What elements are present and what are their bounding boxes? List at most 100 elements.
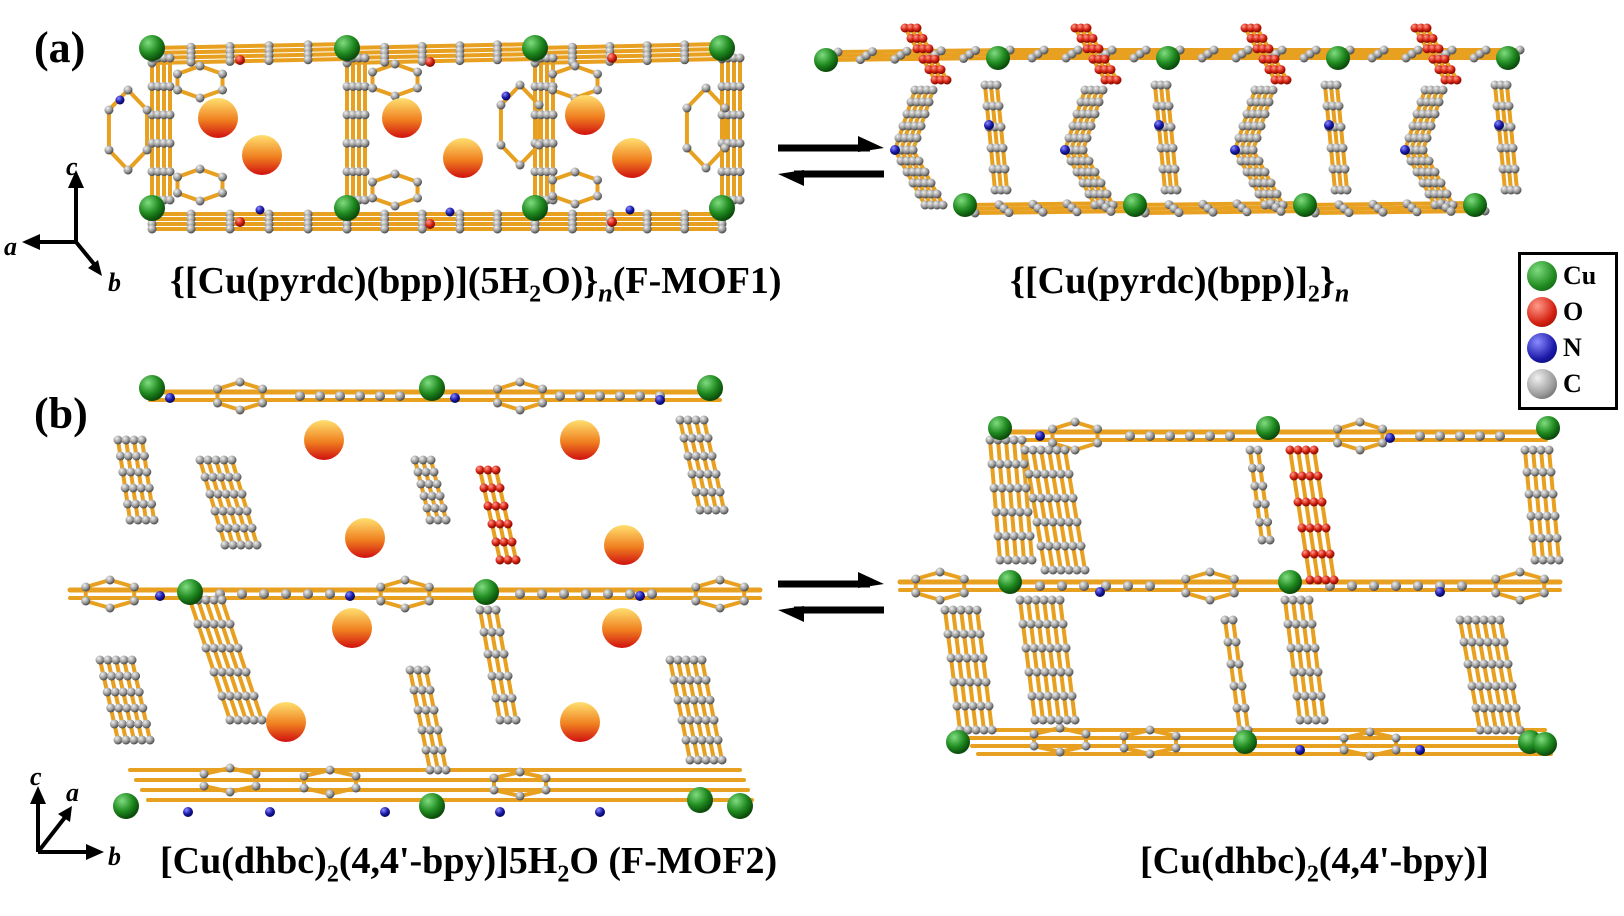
c-atom [1098, 85, 1108, 95]
o-atom [487, 519, 497, 529]
c-atom [1280, 595, 1290, 605]
c-atom [1538, 467, 1548, 477]
c-atom [971, 725, 981, 735]
c-atom [137, 435, 147, 445]
cu-atom [687, 787, 713, 813]
c-atom [1507, 725, 1517, 735]
c-atom [1277, 45, 1287, 55]
c-atom [1283, 619, 1293, 629]
c-atom [715, 487, 725, 497]
n-atom [1060, 145, 1070, 155]
o-atom [491, 501, 501, 511]
bond [498, 143, 522, 167]
c-atom [109, 719, 119, 729]
c-atom [570, 61, 580, 71]
c-atom [81, 596, 91, 606]
c-atom [1145, 581, 1155, 591]
c-atom [149, 515, 159, 525]
c-atom [241, 667, 251, 677]
c-atom [421, 665, 431, 675]
c-atom [426, 455, 436, 465]
c-atom [1229, 588, 1239, 598]
c-atom [1503, 703, 1513, 713]
o-atom [425, 57, 435, 67]
n-atom [635, 591, 645, 601]
c-atom [1040, 667, 1050, 677]
c-atom [235, 377, 245, 387]
o-atom [1112, 75, 1122, 85]
o-atom [1321, 523, 1331, 533]
c-atom [1021, 643, 1031, 653]
o-atom [491, 465, 501, 475]
c-atom [711, 505, 721, 515]
c-atom [999, 507, 1009, 517]
c-atom [418, 455, 428, 465]
c-atom [1145, 725, 1155, 735]
c-atom [1495, 431, 1505, 441]
c-atom [103, 655, 113, 665]
c-atom [1084, 156, 1094, 166]
c-atom [165, 167, 175, 177]
c-atom [139, 499, 149, 509]
c-atom [964, 605, 974, 615]
o-atom [1082, 23, 1092, 33]
c-atom [1463, 659, 1473, 669]
c-atom [433, 765, 443, 775]
c-atom [735, 138, 745, 148]
c-atom [421, 745, 431, 755]
c-atom [220, 540, 230, 550]
n-atom [655, 395, 665, 405]
axis-label-c: c [66, 152, 78, 181]
cu-atom [1326, 46, 1350, 70]
c-atom [1336, 122, 1346, 132]
c-atom [1255, 517, 1265, 527]
c-atom [867, 47, 877, 57]
c-atom [1520, 445, 1530, 455]
c-atom [1247, 463, 1257, 473]
c-atom [1446, 206, 1456, 216]
o-atom [1309, 549, 1319, 559]
c-atom [165, 138, 175, 148]
c-atom [425, 725, 435, 735]
c-atom [1024, 469, 1034, 479]
cu-atom [177, 579, 203, 605]
guest-water-sphere [345, 518, 385, 558]
c-atom [1056, 469, 1066, 479]
c-atom [1064, 517, 1074, 527]
bond [150, 57, 349, 65]
c-atom [1265, 535, 1275, 545]
o-atom [1313, 575, 1323, 585]
c-atom [380, 57, 390, 67]
c-atom [1435, 431, 1445, 441]
c-atom [924, 97, 934, 107]
c-atom [1034, 619, 1044, 629]
c-atom [1070, 417, 1080, 427]
c-atom [963, 725, 973, 735]
c-atom [949, 677, 959, 687]
c-atom [1483, 725, 1493, 735]
bond [1299, 598, 1318, 722]
o-atom [1452, 75, 1462, 85]
caption-desolvated-mof1: {[Cu(pyrdc)(bpp)]2}n [1010, 260, 1350, 308]
cu-atom [522, 35, 548, 61]
c-atom [413, 177, 423, 187]
c-atom [979, 725, 989, 735]
o-atom [1100, 54, 1110, 64]
c-atom [416, 479, 426, 489]
c-atom [118, 687, 128, 697]
o-atom [607, 53, 617, 63]
c-atom [455, 224, 465, 234]
c-atom [570, 167, 580, 177]
c-atom [495, 671, 505, 681]
c-atom [325, 789, 335, 799]
c-atom [1391, 581, 1401, 591]
c-atom [705, 735, 715, 745]
c-atom [1209, 45, 1219, 55]
c-atom [1544, 445, 1554, 455]
c-atom [221, 489, 231, 499]
bond [1042, 598, 1061, 722]
c-atom [615, 391, 625, 401]
c-atom [978, 653, 988, 663]
c-atom [920, 109, 930, 119]
c-atom [1515, 595, 1525, 605]
